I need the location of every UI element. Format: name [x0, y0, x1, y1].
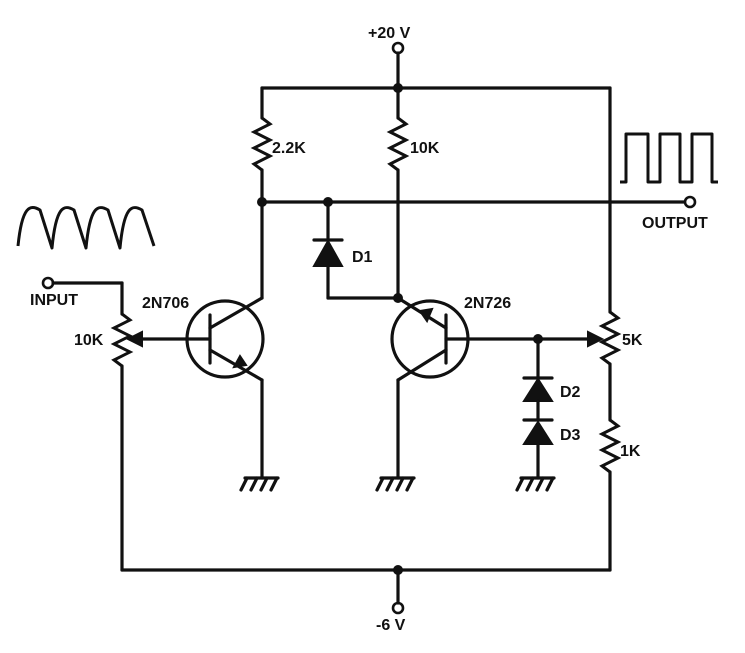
- resistor-10k-collector-label: 10K: [410, 140, 440, 157]
- sawtooth-wave-input: [16, 206, 156, 250]
- supply-neg-label: -6 V: [376, 617, 406, 634]
- diode-d1-label: D1: [352, 249, 373, 266]
- base-bias-line: [533, 330, 605, 348]
- output-terminal: [683, 195, 697, 209]
- input-label: INPUT: [30, 292, 78, 309]
- transistor-q1-2n706: [185, 200, 265, 480]
- diode-d1: [312, 200, 400, 300]
- ground-symbol-q1: [239, 476, 280, 492]
- bottom-rail: [120, 565, 612, 605]
- resistor-10k-collector: [386, 86, 410, 300]
- diode-d2-label: D2: [560, 384, 581, 401]
- resistor-1k-label: 1K: [620, 443, 641, 460]
- potentiometer-10k: [51, 281, 134, 572]
- transistor-q2-label: 2N726: [464, 295, 511, 312]
- diode-d2: [522, 337, 554, 402]
- transistor-q1-label: 2N706: [142, 295, 189, 312]
- ground-symbol-q2: [375, 476, 416, 492]
- resistor-1k: [598, 418, 622, 572]
- square-wave-output: [620, 132, 718, 184]
- potentiometer-10k-wiper: [125, 330, 212, 348]
- potentiometer-5k-label: 5K: [622, 332, 643, 349]
- transistor-q2-2n726: [390, 296, 540, 480]
- supply-pos-label: +20 V: [368, 25, 411, 42]
- output-line: [257, 197, 687, 207]
- diode-d3: [522, 399, 554, 480]
- potentiometer-5k: [598, 86, 622, 422]
- resistor-2-2k: [250, 86, 274, 204]
- diode-d3-label: D3: [560, 427, 581, 444]
- potentiometer-10k-label: 10K: [74, 332, 104, 349]
- resistor-2-2k-label: 2.2K: [272, 140, 306, 157]
- top-rail: [260, 51, 612, 93]
- output-label: OUTPUT: [642, 215, 708, 232]
- ground-symbol-d3: [515, 476, 556, 492]
